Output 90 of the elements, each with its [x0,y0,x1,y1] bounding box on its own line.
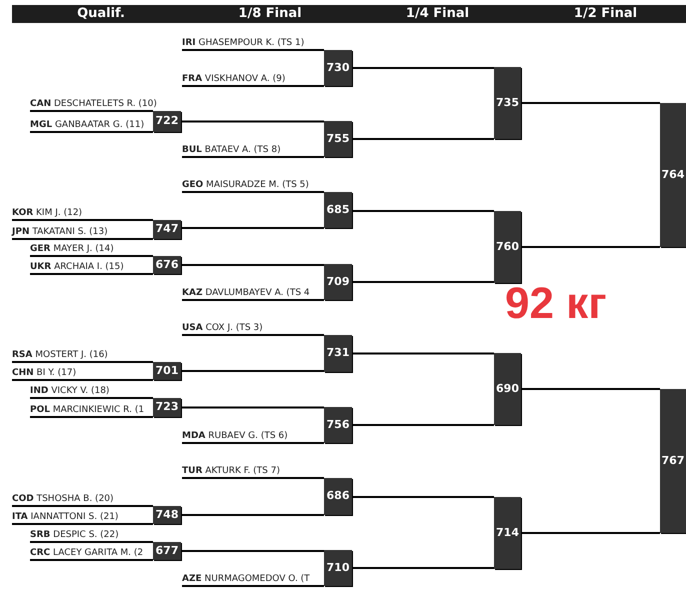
competitor-name: IRI GHASEMPOUR K. (TS 1) [182,36,324,50]
competitor-name: POL MARCINKIEWIC R. (1 [30,403,153,417]
competitor-name: ITA IANNATTONI S. (21) [12,510,153,524]
competitor-name: MDA RUBAEV G. (TS 6) [182,429,324,443]
competitor-name: CHN BI Y. (17) [12,366,153,380]
competitor-name: KOR KIM J. (12) [12,206,153,220]
match-number-box: 701 [153,362,181,380]
bracket-line [352,352,494,354]
competitor-name: MGL GANBAATAR G. (11) [30,118,153,132]
column-heading: Qualif. [76,5,126,23]
match-number-box: 731 [324,335,352,372]
bracket-line [12,523,153,525]
bracket-line [521,532,660,534]
competitor-name: KAZ DAVLUMBAYEV A. (TS 4 [182,286,324,300]
competitor-name: COD TSHOSHA B. (20) [12,492,153,506]
match-number-box: 756 [324,407,352,443]
bracket-line [182,49,324,51]
competitor-name: BUL BATAEV A. (TS 8) [182,143,324,157]
bracket-line [30,131,153,133]
competitor-name: JPN TAKATANI S. (13) [12,225,153,239]
bracket-line [181,227,324,229]
bracket-line [30,559,153,561]
bracket-line [181,370,324,372]
competitor-name: USA COX J. (TS 3) [182,321,324,335]
bracket-line [182,442,324,444]
competitor-name: TUR AKTURK F. (TS 7) [182,464,324,478]
competitor-name: AZE NURMAGOMEDOV O. (T [182,572,324,586]
bracket-line [352,424,494,426]
bracket-line [352,496,494,498]
match-number-box: 735 [494,67,521,139]
bracket-line [12,379,153,381]
match-number-box: 764 [660,103,686,247]
bracket-line [182,299,324,301]
bracket-line [30,273,153,275]
bracket-line [181,120,324,122]
bracket-line [182,585,324,587]
competitor-name: GEO MAISURADZE M. (TS 5) [182,178,324,192]
bracket-line [521,388,660,390]
bracket-line [352,138,494,140]
competitor-name: FRA VISKHANOV A. (9) [182,72,324,86]
bracket-line [12,219,153,221]
bracket-line [352,281,494,283]
match-number-box: 722 [153,111,181,132]
bracket-line [30,397,153,399]
match-number-box: 677 [153,542,181,560]
bracket-line [182,477,324,479]
bracket-line [352,567,494,569]
bracket-line [12,505,153,507]
bracket-line [352,67,494,69]
column-heading: 1/8 Final [237,5,303,23]
match-number-box: 714 [494,497,521,569]
bracket-line [181,264,324,266]
column-heading: 1/4 Final [404,5,470,23]
bracket-line [30,416,153,418]
competitor-name: RSA MOSTERT J. (16) [12,348,153,362]
match-number-box: 723 [153,398,181,417]
bracket-line [521,102,660,104]
bracket-line [30,255,153,257]
match-number-box: 760 [494,211,521,283]
bracket-line [182,156,324,158]
bracket-line [182,334,324,336]
bracket-line [12,361,153,363]
match-number-box: 690 [494,353,521,425]
bracket-line [30,541,153,543]
bracket-line [181,406,324,408]
match-number-box: 730 [324,50,352,86]
match-number-box: 685 [324,192,352,228]
bracket-line [521,246,660,248]
competitor-name: CRC LACEY GARITA M. (2 [30,546,153,560]
weight-class-label: 92 кг [505,282,607,326]
match-number-box: 709 [324,264,352,300]
match-number-box: 755 [324,121,352,157]
bracket-line [181,550,324,552]
bracket-line [12,238,153,240]
bracket-line [181,514,324,516]
bracket-line [352,210,494,212]
match-number-box: 747 [153,220,181,239]
competitor-name: UKR ARCHAIA I. (15) [30,260,153,274]
competitor-name: GER MAYER J. (14) [30,242,153,256]
match-number-box: 767 [660,389,686,533]
match-number-box: 748 [153,506,181,524]
bracket-line [182,85,324,87]
competitor-name: IND VICKY V. (18) [30,384,153,398]
match-number-box: 686 [324,478,352,515]
column-heading: 1/2 Final [572,5,638,23]
match-number-box: 710 [324,550,352,586]
match-number-box: 676 [153,256,181,274]
bracket-line [182,191,324,193]
bracket-line [30,110,153,112]
competitor-name: SRB DESPIC S. (22) [30,528,153,542]
